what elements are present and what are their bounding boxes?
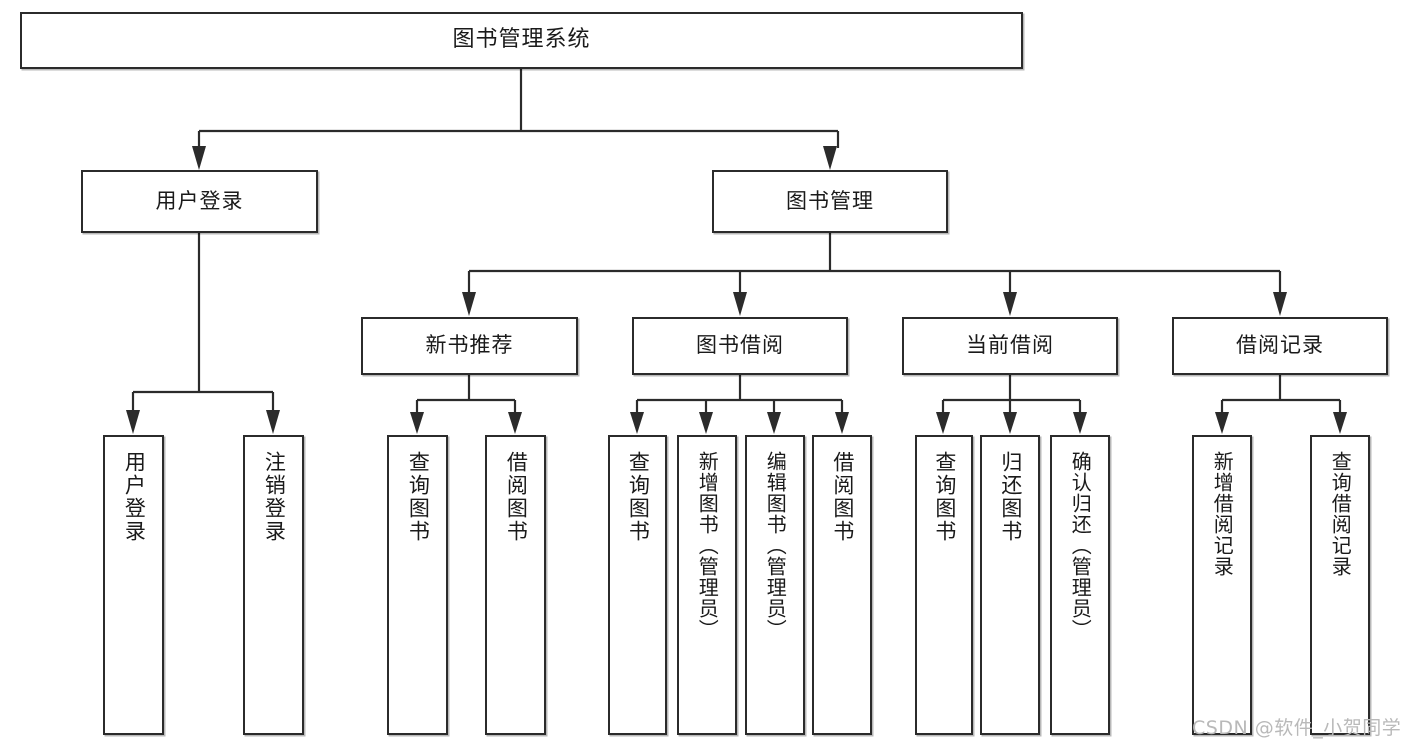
node-leaf-add-book-admin[interactable]: 新增图书（管理员）	[677, 435, 737, 735]
node-leaf-edit-book-admin[interactable]: 编辑图书（管理员）	[745, 435, 805, 735]
node-leaf-query-book-recommend[interactable]: 查询图书	[387, 435, 448, 735]
arrow-currentborrow	[1003, 292, 1017, 316]
node-book-management[interactable]: 图书管理	[712, 170, 948, 233]
node-user-login[interactable]: 用户登录	[81, 170, 318, 233]
arrow-bb-leaf2	[699, 412, 713, 434]
node-label: 借阅记录	[1236, 333, 1324, 358]
node-label: 新书推荐	[425, 333, 514, 358]
node-label: 查询图书	[626, 451, 651, 543]
arrow-cb-leaf1	[936, 412, 950, 434]
arrow-br-leaf2	[1333, 412, 1347, 434]
arrow-user-login-leaf	[126, 410, 140, 434]
node-leaf-borrow-book-recommend[interactable]: 借阅图书	[485, 435, 546, 735]
node-current-borrow[interactable]: 当前借阅	[902, 317, 1118, 375]
arrow-bb-leaf4	[835, 412, 849, 434]
node-label: 查询图书	[932, 451, 957, 543]
arrow-cb-leaf2	[1003, 412, 1017, 434]
node-label: 用户登录	[155, 188, 244, 213]
node-label: 查询图书	[406, 451, 431, 543]
node-leaf-confirm-return-admin[interactable]: 确认归还（管理员）	[1050, 435, 1110, 735]
node-label: 当前借阅	[966, 333, 1054, 358]
node-label: 查询借阅记录	[1328, 451, 1353, 577]
node-label: 用户登录	[122, 451, 147, 543]
arrow-newbook	[462, 292, 476, 316]
node-label: 图书借阅	[696, 333, 784, 358]
arrow-userlogin	[192, 146, 206, 170]
node-label: 新增图书（管理员）	[695, 451, 720, 640]
node-root-book-management-system[interactable]: 图书管理系统	[20, 12, 1023, 69]
node-label: 注销登录	[262, 451, 287, 543]
arrow-bookborrow	[733, 292, 747, 316]
arrow-br-leaf1	[1215, 412, 1229, 434]
node-label: 确认归还（管理员）	[1068, 451, 1093, 640]
arrow-bookmgmt	[823, 146, 837, 170]
node-book-borrow[interactable]: 图书借阅	[632, 317, 848, 375]
node-leaf-query-borrow-record[interactable]: 查询借阅记录	[1310, 435, 1370, 735]
node-leaf-logout[interactable]: 注销登录	[243, 435, 304, 735]
arrow-bb-leaf1	[630, 412, 644, 434]
node-label: 编辑图书（管理员）	[763, 451, 788, 640]
node-leaf-query-book-current[interactable]: 查询图书	[915, 435, 973, 735]
node-label: 借阅图书	[830, 451, 855, 543]
node-borrow-record[interactable]: 借阅记录	[1172, 317, 1388, 375]
node-new-book-recommend[interactable]: 新书推荐	[361, 317, 578, 375]
node-leaf-return-book[interactable]: 归还图书	[980, 435, 1040, 735]
node-label: 新增借阅记录	[1210, 451, 1235, 577]
node-leaf-query-book-borrow[interactable]: 查询图书	[608, 435, 667, 735]
arrow-borrowrecord	[1273, 292, 1287, 316]
node-label: 图书管理	[786, 188, 874, 213]
arrow-cb-leaf3	[1073, 412, 1087, 434]
arrow-logout-leaf	[266, 410, 280, 434]
node-label: 图书管理系统	[452, 27, 591, 53]
arrow-nb-leaf2	[508, 412, 522, 434]
node-leaf-borrow-book[interactable]: 借阅图书	[812, 435, 872, 735]
node-leaf-add-borrow-record[interactable]: 新增借阅记录	[1192, 435, 1252, 735]
arrow-bb-leaf3	[767, 412, 781, 434]
node-leaf-user-login[interactable]: 用户登录	[103, 435, 164, 735]
csdn-watermark: CSDN @软件_小贺同学	[1192, 717, 1402, 739]
node-label: 借阅图书	[504, 451, 529, 543]
node-label: 归还图书	[998, 451, 1023, 543]
arrow-nb-leaf1	[410, 412, 424, 434]
